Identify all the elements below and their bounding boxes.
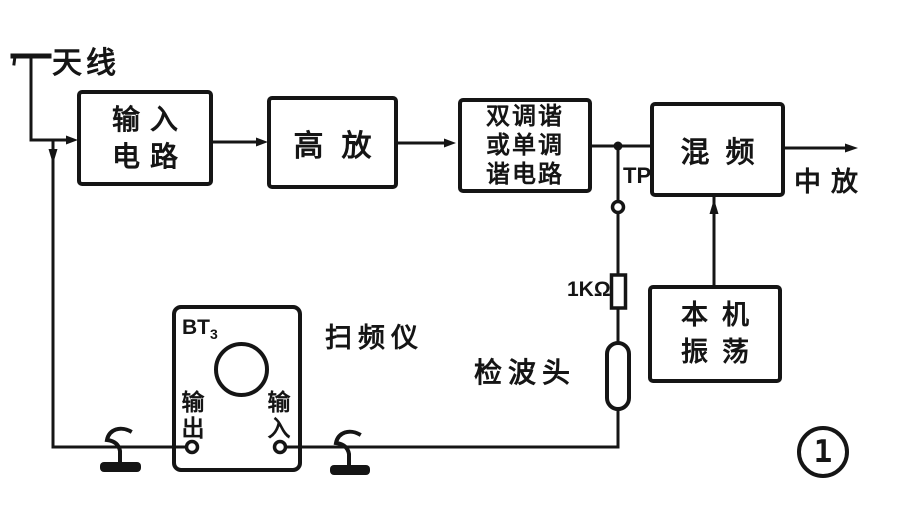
output-terminal-label: 输出	[181, 389, 205, 441]
ground-clip-left-icon	[104, 426, 133, 464]
output-terminal-icon	[184, 439, 200, 455]
sweep-generator-panel: BT3 输出 输入	[172, 305, 302, 472]
block-local-oscillator-line2: 振荡	[681, 337, 763, 367]
sweep-generator-label: 扫频仪	[325, 323, 424, 353]
figure-number: 1	[813, 434, 833, 470]
if-amp-output-label: 中放	[794, 167, 868, 197]
arrowhead-if-output	[845, 143, 858, 153]
figure-number-badge: 1	[797, 426, 849, 478]
arrowhead-into-rf-amp	[256, 137, 268, 147]
ground-clip-right-icon	[333, 429, 362, 467]
block-mixer-label: 混频	[680, 136, 771, 169]
sweep-generator-model-subscript: 3	[210, 326, 218, 342]
block-rf-amplifier-label: 高放	[293, 129, 390, 163]
detector-probe-icon	[605, 341, 631, 411]
junction-dot	[613, 141, 623, 151]
input-terminal-icon	[272, 439, 288, 455]
input-terminal-label: 输入	[267, 389, 291, 441]
resistor-value-label: 1KΩ	[567, 278, 611, 301]
crt-screen-icon	[214, 342, 269, 397]
antenna-icon-tick	[12, 54, 17, 66]
block-tuned-circuit: 双调谐 或单调 谐电路	[458, 98, 592, 193]
block-tuned-circuit-line1: 双调谐	[486, 103, 564, 130]
block-input-circuit-line2: 电路	[111, 141, 188, 172]
block-input-circuit: 输入 电路	[77, 90, 213, 186]
arrowhead-feed-down	[48, 149, 58, 164]
resistor-icon	[609, 273, 628, 310]
detector-probe-label: 检波头	[474, 357, 577, 388]
arrowhead-into-mixer-bottom	[709, 199, 719, 214]
antenna-label: 天线	[52, 47, 120, 80]
block-mixer: 混频	[650, 102, 785, 197]
test-point-label: TP	[623, 163, 652, 188]
arrowhead-into-tuned-circuit	[444, 138, 456, 148]
block-tuned-circuit-line2: 或单调	[486, 132, 564, 159]
arrowhead-into-input-circuit	[66, 135, 78, 145]
block-input-circuit-line1: 输入	[111, 104, 188, 135]
ground-bar-right-icon	[330, 465, 370, 475]
block-local-oscillator-line1: 本机	[681, 300, 763, 330]
sweep-generator-model: BT3	[182, 316, 218, 342]
block-local-oscillator: 本机 振荡	[648, 285, 782, 383]
block-rf-amplifier: 高放	[267, 96, 398, 189]
sweep-generator-model-text: BT	[182, 316, 210, 339]
ground-bar-left-icon	[100, 462, 141, 472]
test-point-terminal-icon	[610, 199, 626, 215]
block-tuned-circuit-line3: 谐电路	[486, 161, 564, 188]
